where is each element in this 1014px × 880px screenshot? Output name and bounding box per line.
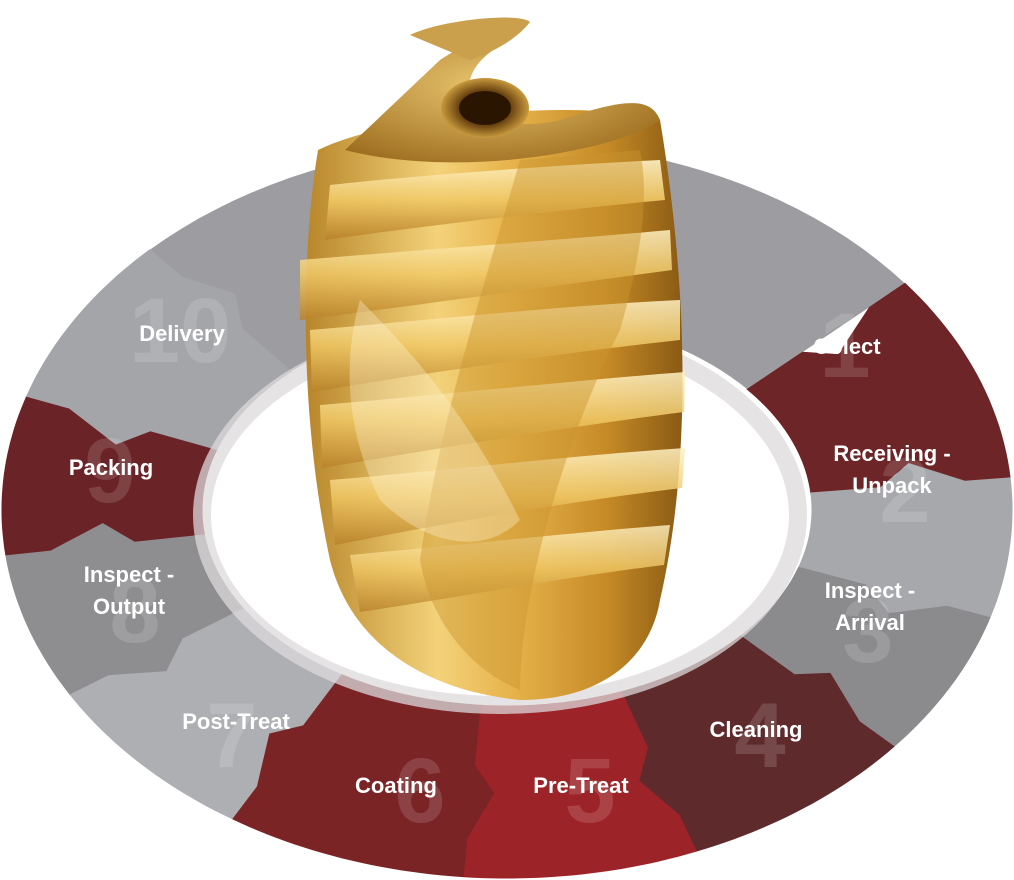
step-number-1: 1 (819, 295, 870, 397)
step-label-line: Receiving - (833, 441, 950, 466)
step-label-line: Coating (355, 773, 437, 798)
gold-drill-bit-icon (300, 17, 685, 700)
step-number-2: 2 (879, 440, 930, 542)
step-label-line: Colect (813, 334, 881, 359)
step-number-7: 7 (206, 685, 257, 787)
step-label-line: Post-Treat (182, 709, 290, 734)
step-label-3: Inspect - Arrival (825, 578, 915, 635)
step-label-8: Inspect - Output (84, 562, 174, 619)
step-label-line: Pre-Treat (533, 773, 629, 798)
step-label-2: Receiving - Unpack (833, 441, 950, 498)
step-label-line: Arrival (835, 610, 905, 635)
step-label-line: Delivery (139, 321, 225, 346)
step-label-9: Packing (69, 455, 153, 480)
step-number-6: 6 (394, 740, 445, 842)
step-label-1: Colect (813, 334, 881, 359)
step-label-4: Cleaning (710, 717, 803, 742)
step-label-7: Post-Treat (182, 709, 290, 734)
step-number-9: 9 (84, 420, 135, 522)
step-label-10: Delivery (139, 321, 225, 346)
step-label-line: Output (93, 594, 166, 619)
step-number-3: 3 (842, 580, 893, 682)
step-number-8: 8 (109, 560, 160, 662)
step-label-6: Coating (355, 773, 437, 798)
step-number-5: 5 (564, 740, 615, 842)
step-label-5: Pre-Treat (533, 773, 629, 798)
step-label-line: Inspect - (84, 562, 174, 587)
step-label-line: Unpack (852, 473, 932, 498)
step-number-10: 10 (129, 280, 231, 382)
step-label-line: Packing (69, 455, 153, 480)
step-label-line: Inspect - (825, 578, 915, 603)
step-number-4: 4 (734, 685, 785, 787)
step-label-line: Cleaning (710, 717, 803, 742)
